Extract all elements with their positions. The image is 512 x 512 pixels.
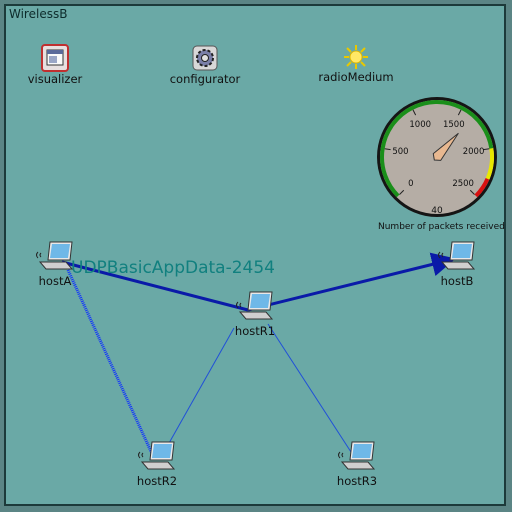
gauge-tick-label: 500 — [392, 147, 408, 157]
host-hostA[interactable]: hostA — [32, 238, 78, 288]
gauge-color-arcs — [380, 100, 494, 198]
gauge-green-arc — [380, 100, 494, 198]
packet-label: UDPBasicAppData-2454 — [71, 258, 275, 278]
gauge-tick — [412, 109, 417, 116]
module-label: visualizer — [27, 72, 83, 86]
host-label: hostA — [38, 274, 72, 288]
gauge-ticks: 0 500 1000 1500 2000 2500 — [384, 109, 490, 195]
module-radio-medium[interactable]: radioMedium — [314, 44, 398, 84]
gauge-value: 40 — [431, 206, 443, 216]
link-hostA-hostR1 — [61, 260, 249, 312]
host-label: hostB — [440, 274, 474, 288]
host-hostR1[interactable]: hostR1 — [232, 288, 278, 338]
host-hostR2[interactable]: hostR2 — [134, 438, 180, 488]
host-hostB[interactable]: hostB — [434, 238, 480, 288]
module-label: configurator — [169, 72, 241, 86]
gauge-tick — [457, 109, 462, 116]
gauge-tick-label: 2000 — [463, 147, 485, 157]
host-label: hostR1 — [234, 324, 276, 338]
link-hostR1-hostR2 — [163, 327, 235, 453]
gauge-tick — [384, 148, 391, 151]
network-title: WirelessB — [9, 7, 68, 21]
gauge-tick-label: 1500 — [443, 120, 465, 130]
links-layer — [61, 252, 456, 459]
visualizer-icon — [41, 44, 69, 72]
gauge-red-arc — [474, 177, 490, 198]
host-hostR3[interactable]: hostR3 — [334, 438, 380, 488]
gauge-tick — [399, 189, 405, 195]
module-visualizer[interactable]: visualizer — [22, 44, 88, 86]
gauge-tick-label: 2500 — [452, 179, 474, 189]
laptop-icon — [236, 291, 274, 320]
gauge-yellow-arc — [485, 148, 494, 180]
gauge-tick — [483, 148, 490, 151]
host-label: hostR2 — [136, 474, 178, 488]
packets-gauge: 0 500 1000 1500 2000 2500 40 — [377, 97, 497, 217]
link-hostA-hostR2 — [66, 269, 156, 459]
gauge-needle — [432, 132, 459, 161]
gear-icon — [192, 45, 218, 71]
gauge-tick-label: 1000 — [409, 120, 431, 130]
module-configurator[interactable]: configurator — [168, 44, 242, 86]
network-canvas: WirelessB UDPBasicAppData-2454 visualize… — [4, 4, 506, 506]
module-label: radioMedium — [318, 70, 394, 84]
gauge-caption: Number of packets received — [378, 222, 505, 232]
host-label: hostR3 — [336, 474, 378, 488]
link-hostR1-hostR3 — [267, 323, 352, 453]
laptop-icon — [138, 441, 176, 470]
laptop-icon — [36, 241, 74, 270]
laptop-icon — [438, 241, 476, 270]
laptop-icon — [338, 441, 376, 470]
gauge-tick-label: 0 — [408, 179, 413, 189]
gauge-tick — [469, 189, 475, 195]
sun-icon — [344, 45, 368, 69]
link-hostR1-hostB — [247, 252, 456, 312]
